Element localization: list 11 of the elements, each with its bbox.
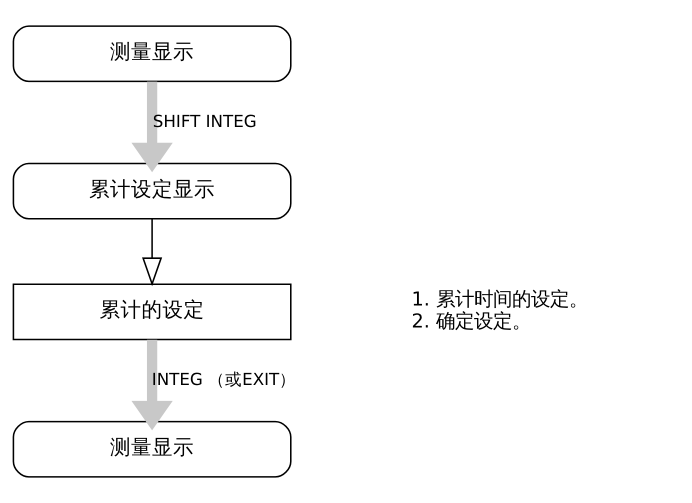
node-box: 测量显示: [12, 25, 292, 82]
label: 2. 确定设定。: [411, 309, 531, 332]
node-box: 累计的设定: [12, 283, 292, 340]
label: 1. 累计时间的设定。: [411, 287, 588, 310]
node-box: 累计设定显示: [12, 162, 292, 220]
edge-label: INTEG （或EXIT）: [152, 370, 296, 389]
arrow: [131, 82, 173, 172]
node-box: 测量显示: [12, 420, 292, 478]
arrow: [142, 219, 162, 286]
arrow: [131, 340, 173, 430]
edge-label: SHIFT INTEG: [152, 112, 257, 131]
